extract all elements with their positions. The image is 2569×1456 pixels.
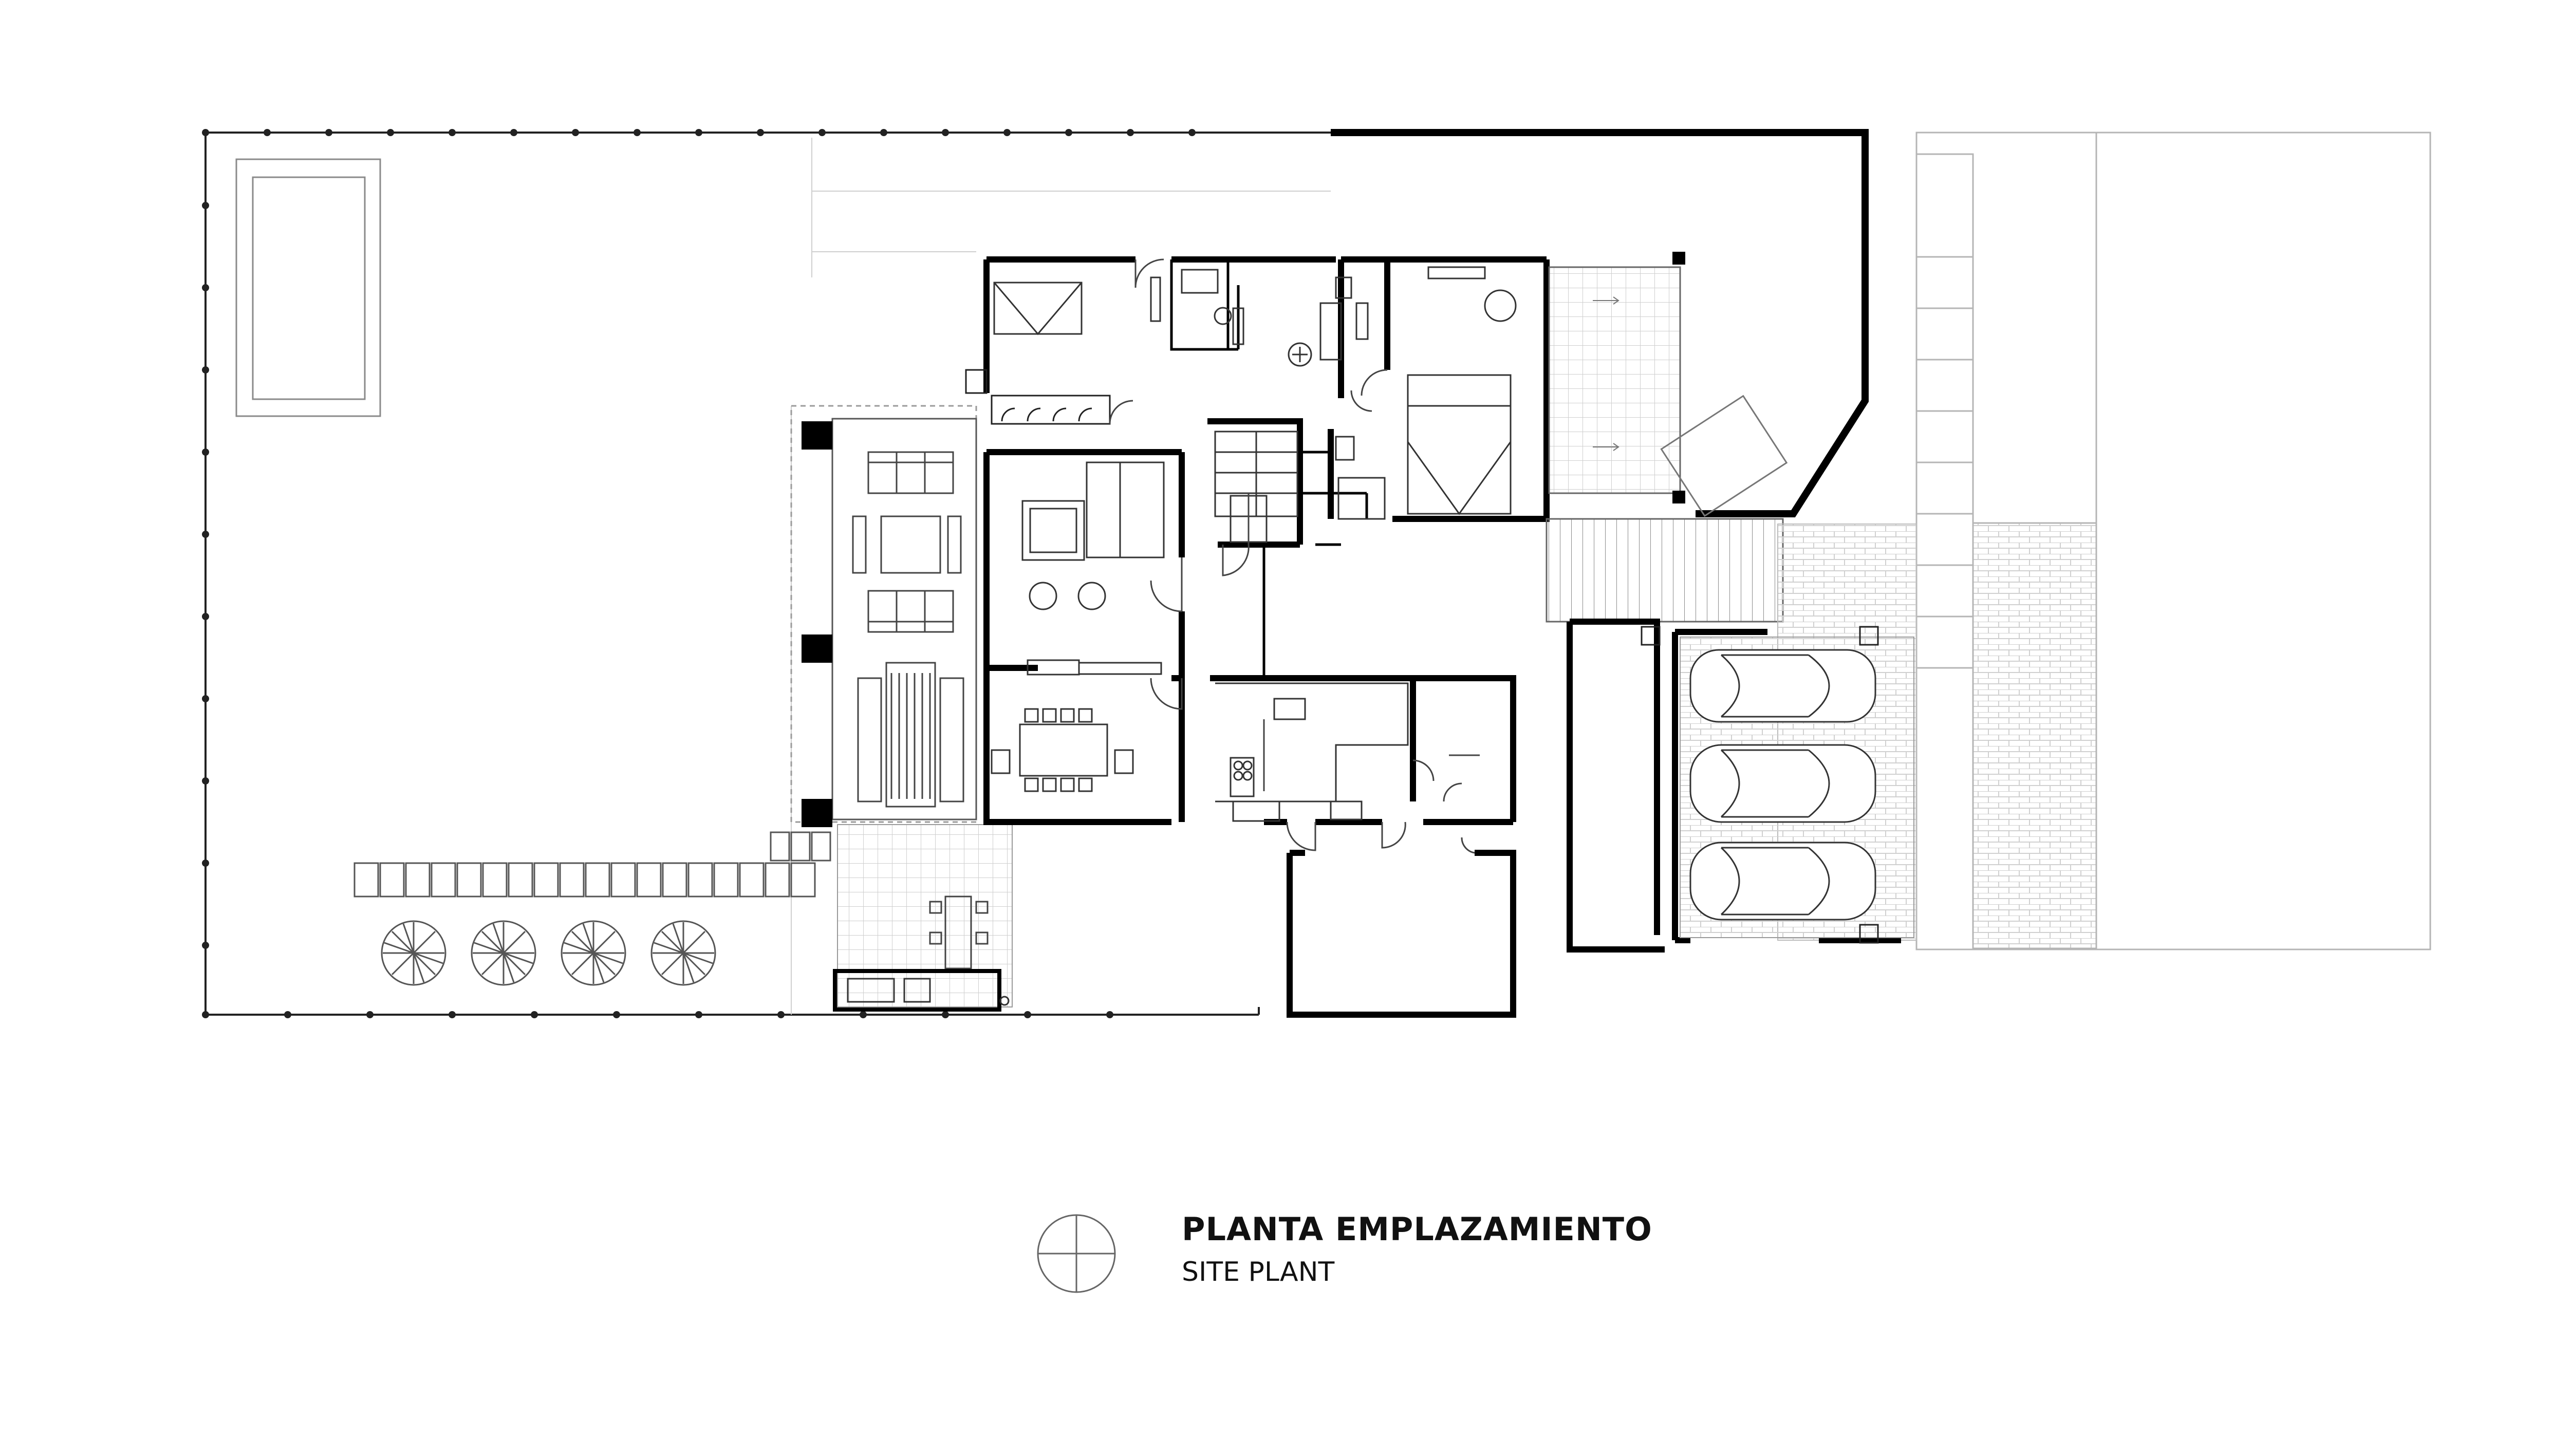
entrance-stair [1546, 518, 1784, 623]
swimming-pool [235, 158, 381, 417]
master-bed [1407, 266, 1517, 515]
site-boundary [204, 132, 1331, 1016]
north-arrow-icon [1037, 1214, 1116, 1293]
boundary-posts [202, 129, 1196, 1018]
terrace-furniture [852, 451, 964, 808]
outdoor-table [929, 895, 989, 969]
house-thin-walls [1170, 259, 1368, 822]
terrace-outline [790, 405, 977, 823]
kitchen-fixtures [1215, 682, 1409, 822]
drawing-subtitle: SITE PLANT [1182, 1257, 1335, 1287]
cars [1689, 649, 1876, 921]
trees [381, 920, 716, 986]
doors [1109, 258, 1480, 854]
north-east-wall [1331, 129, 1869, 517]
living-furniture [1021, 461, 1165, 676]
bathroom-fixtures [1181, 269, 1386, 520]
paver-strip [353, 831, 831, 898]
bedroom-bed [993, 276, 1161, 335]
terrace-paving [837, 824, 1013, 1007]
garage-walls [1567, 619, 1901, 953]
house-walls [983, 256, 1550, 1018]
east-post-2 [1672, 491, 1685, 503]
east-post [1672, 252, 1685, 265]
staircase [1214, 431, 1298, 543]
terrace-floor [831, 418, 977, 820]
drawing-title: PLANTA EMPLAZAMIENTO [1182, 1210, 1652, 1248]
east-deck-arrows [1593, 296, 1619, 451]
terrace-columns [802, 421, 832, 827]
east-deck [1548, 266, 1681, 494]
east-deck-planter [1660, 395, 1788, 517]
barbecue-counter [833, 969, 1010, 1012]
garage-columns [1641, 626, 1879, 944]
closets [965, 369, 1111, 425]
dining-table [991, 708, 1134, 792]
neighbour-paving [1972, 522, 2097, 949]
drawing-caption: PLANTA EMPLAZAMIENTO SITE PLANT [1182, 1210, 1652, 1287]
